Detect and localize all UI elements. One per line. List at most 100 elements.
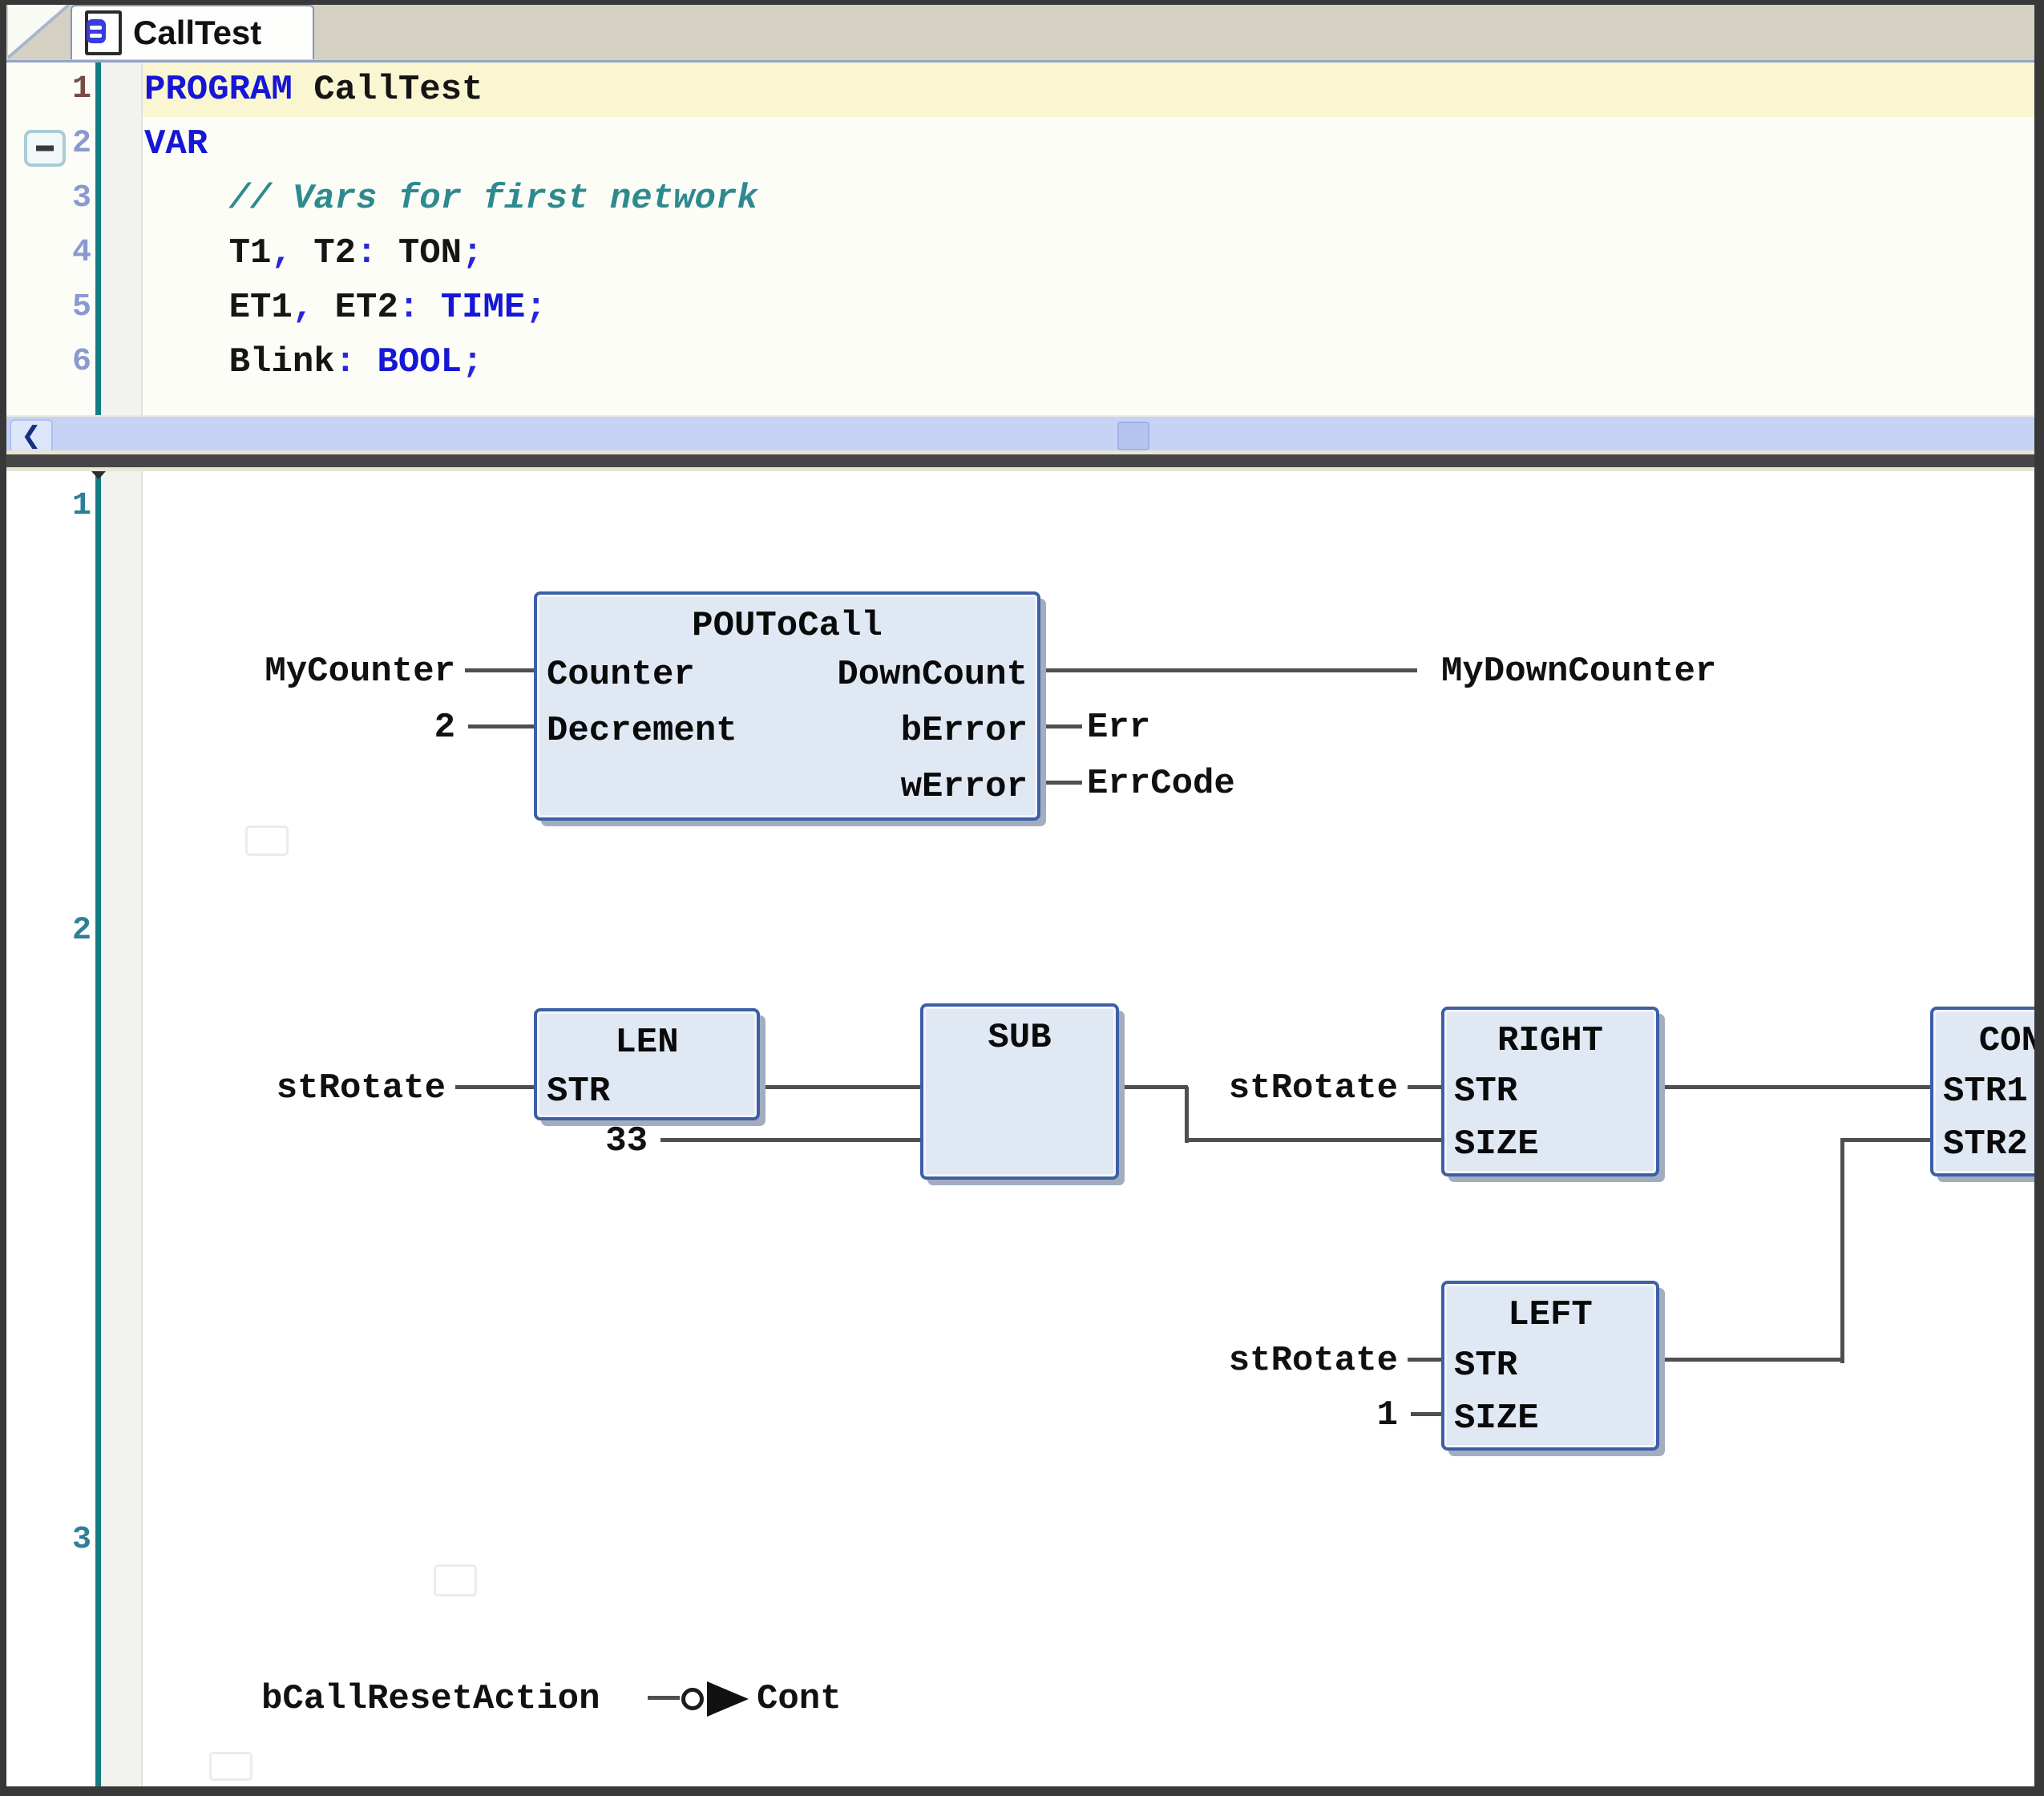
scroll-left-arrow-icon: ❮ [21,422,42,450]
operand-label[interactable]: Err [1087,708,1151,748]
pin-label: bError [900,711,1028,751]
window-frame-top [0,0,2044,5]
operand-label[interactable]: ErrCode [1087,764,1235,804]
line-number: 4 [71,235,91,271]
empty-operand-box[interactable] [209,1752,252,1781]
empty-operand-box[interactable] [434,1564,477,1596]
code-token: // Vars for first network [144,179,758,219]
code-token: T1 [144,233,272,273]
code-line[interactable]: VAR [144,117,208,172]
jump-anchor-circle-icon[interactable] [681,1688,704,1710]
block-title: POUToCall [692,606,883,646]
pin-label: Counter [547,655,695,695]
operand-label[interactable]: Cont [757,1679,842,1719]
wire [660,1138,920,1142]
wire [468,724,534,728]
wire [1840,1140,1844,1363]
code-token: T2 [313,233,357,273]
line-number: 2 [71,126,91,162]
tab-label: CallTest [133,14,262,51]
code-token: ; [462,233,483,273]
operand-label[interactable]: bCallResetAction [261,1679,600,1719]
gutter-tick-icon [91,471,106,479]
collapse-toggle[interactable] [24,130,66,167]
wire [1185,1138,1441,1142]
code-line[interactable]: // Vars for first network [144,172,758,226]
wire [1185,1087,1189,1143]
operand-label[interactable]: 2 [434,708,455,748]
window-frame-bottom [0,1786,2044,1796]
pou-document-icon [85,10,122,55]
code-token: BOOL [377,342,463,382]
code-token: TIME [440,288,526,328]
empty-operand-box[interactable] [245,825,289,856]
code-token: ; [525,288,547,328]
minus-icon [36,145,54,151]
network-number[interactable]: 1 [71,488,91,524]
pin-label: STR2 [1943,1124,2028,1164]
operand-label[interactable]: stRotate [1228,1341,1398,1381]
block-title: RIGHT [1497,1021,1604,1061]
scroll-thumb[interactable] [1117,422,1149,450]
function-block-concat[interactable]: CONCATSTR1STR2 [1930,1007,2044,1176]
code-token: , [292,288,335,328]
operand-label[interactable]: MyDownCounter [1441,652,1717,692]
line-number: 3 [71,180,91,216]
wire [1040,668,1417,672]
h-scrollbar[interactable]: ❮ [6,415,2034,453]
code-line[interactable]: T1, T2: TON; [144,226,483,280]
fbd-fold-margin [101,471,143,1786]
wire [455,1085,534,1089]
code-token: ET1 [144,288,293,328]
pin-label: STR [1454,1072,1518,1112]
operand-label[interactable]: stRotate [276,1068,446,1108]
network-number[interactable]: 2 [71,913,91,949]
section-divider[interactable] [0,454,2044,467]
pin-label: STR1 [1943,1072,2028,1112]
window-frame-right [2034,0,2044,1796]
scroll-left-button[interactable]: ❮ [10,419,53,453]
wire [1040,781,1082,785]
block-title: SUB [988,1018,1052,1058]
tab-bar [6,5,2034,63]
function-block-sub[interactable]: SUB [920,1003,1119,1180]
network-number[interactable]: 3 [71,1522,91,1558]
code-token: PROGRAM [144,70,293,110]
fold-margin [101,63,143,415]
code-token: TON [398,233,463,273]
pin-label: STR [547,1072,611,1112]
wire [465,668,534,672]
operand-label[interactable]: MyCounter [265,652,455,692]
code-line[interactable]: ET1, ET2: TIME; [144,280,547,335]
block-title: LEN [615,1023,679,1063]
section-divider-light [0,450,2044,454]
jump-arrow-icon[interactable] [707,1681,749,1717]
operand-label[interactable]: 1 [1376,1395,1398,1435]
operand-label[interactable]: 33 [605,1121,648,1161]
code-token: Blink [144,342,335,382]
wire [1659,1085,1930,1089]
pin-label: Decrement [547,711,737,751]
line-number: 6 [71,344,91,380]
code-token: : [356,233,398,273]
code-token: CallTest [292,70,483,110]
code-token: VAR [144,124,208,164]
wire [760,1085,920,1089]
window-frame-left [0,0,6,1796]
pin-label: STR [1454,1346,1518,1386]
code-token: , [271,233,314,273]
line-number: 5 [71,289,91,325]
wire [1840,1138,1930,1142]
code-line[interactable]: Blink: BOOL; [144,335,483,389]
wire [648,1696,680,1700]
operand-label[interactable]: stRotate [1228,1068,1398,1108]
code-line[interactable]: PROGRAM CallTest [144,63,483,117]
tab-calltest[interactable]: CallTest [71,5,314,59]
